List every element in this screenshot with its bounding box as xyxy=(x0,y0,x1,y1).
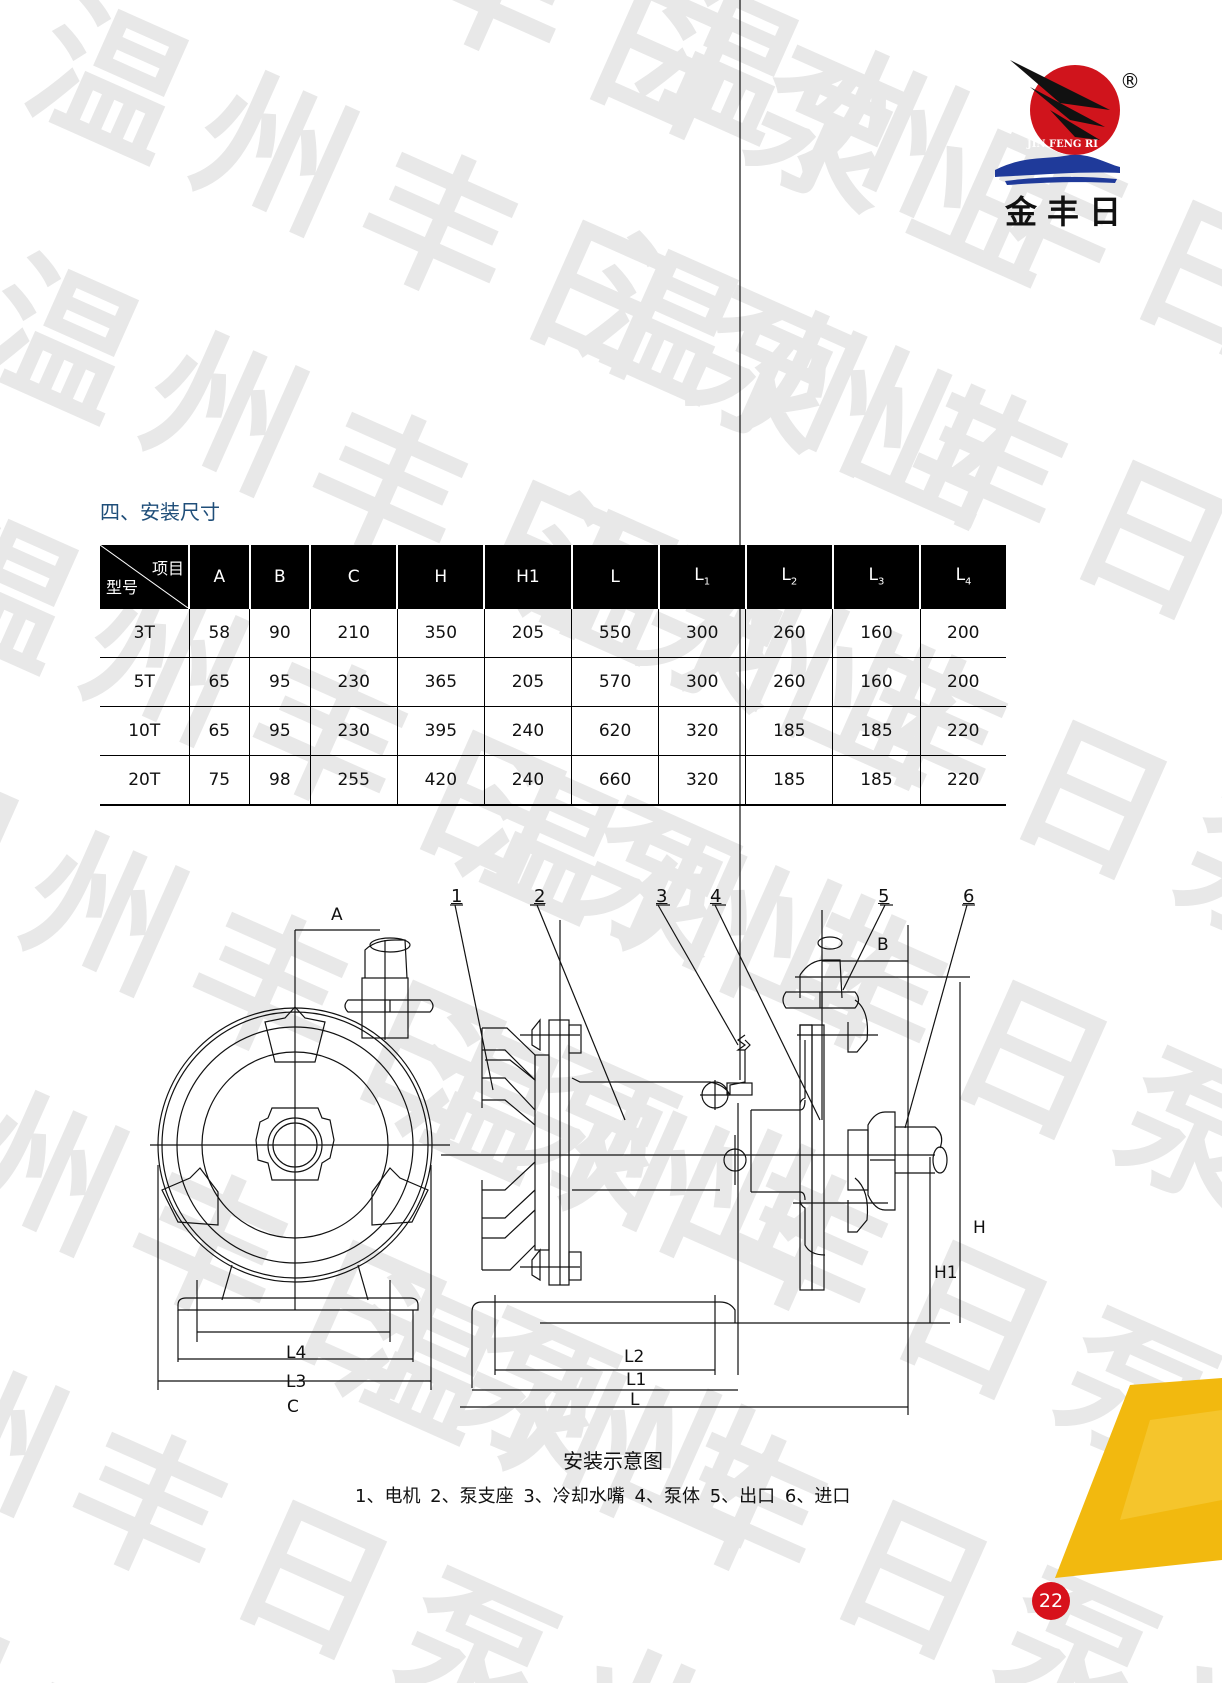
value-cell: 395 xyxy=(396,706,485,756)
value-cell: 300 xyxy=(658,608,746,658)
table-row: 20T 75 98 255 420 240 660 320 185 185 22… xyxy=(100,755,1006,806)
callout-2: 2 xyxy=(534,886,546,907)
brand-logo: JIN FENG RI ® 金丰日 xyxy=(995,55,1145,230)
drawing-parts-legend: 1、电机 2、泵支座 3、冷却水嘴 4、泵体 5、出口 6、进口 xyxy=(355,1486,851,1507)
callout-4: 4 xyxy=(710,886,722,907)
dim-label-l2: L2 xyxy=(624,1347,645,1367)
value-cell: 320 xyxy=(658,755,746,806)
value-cell: 220 xyxy=(919,755,1006,806)
corner-label-item: 项目 xyxy=(151,559,184,578)
column-header: H xyxy=(396,545,485,609)
model-cell: 10T xyxy=(100,706,190,756)
column-header: L xyxy=(570,545,659,609)
logo-brand-en: JIN FENG RI xyxy=(1026,139,1098,150)
value-cell: 260 xyxy=(745,657,833,707)
side-view xyxy=(441,0,975,1415)
table-row: 5T 65 95 230 365 205 570 300 260 160 200 xyxy=(100,657,1006,707)
dim-label-h: H xyxy=(973,1218,986,1238)
front-view xyxy=(150,929,450,1390)
value-cell: 230 xyxy=(309,706,398,756)
value-cell: 240 xyxy=(483,706,572,756)
value-cell: 300 xyxy=(658,657,746,707)
table-row: 3T 58 90 210 350 205 550 300 260 160 200 xyxy=(100,608,1006,658)
dim-label-l1: L1 xyxy=(626,1370,647,1390)
value-cell: 75 xyxy=(188,755,250,806)
value-cell: 185 xyxy=(832,706,920,756)
corner-header: 项目 型号 xyxy=(100,545,189,609)
value-cell: 185 xyxy=(745,755,833,806)
value-cell: 58 xyxy=(188,608,250,658)
value-cell: 65 xyxy=(188,706,250,756)
column-header: L4 xyxy=(919,545,1006,609)
registered-mark: ® xyxy=(1120,69,1140,93)
sun-wing-logo-icon: JIN FENG RI ® 金丰日 xyxy=(995,60,1140,230)
value-cell: 255 xyxy=(309,755,398,806)
dim-label-a: A xyxy=(331,905,343,925)
dim-label-l: L xyxy=(630,1390,640,1410)
dim-label-c: C xyxy=(287,1397,299,1417)
callout-3: 3 xyxy=(656,886,668,907)
column-header: H1 xyxy=(483,545,572,609)
value-cell: 185 xyxy=(832,755,920,806)
value-cell: 220 xyxy=(919,706,1006,756)
install-dimensions-table: 项目 型号 A B C H H1 L L1 L2 L3 L4 3T 58 90 … xyxy=(100,545,1006,806)
callout-6: 6 xyxy=(963,886,975,907)
dim-label-l4: L4 xyxy=(286,1343,307,1363)
logo-brand-cn: 金丰日 xyxy=(1004,193,1131,230)
column-header: L2 xyxy=(744,545,833,609)
column-header: L1 xyxy=(657,545,746,609)
value-cell: 350 xyxy=(396,608,485,658)
callout-5: 5 xyxy=(878,886,890,907)
value-cell: 620 xyxy=(570,706,659,756)
value-cell: 98 xyxy=(249,755,311,806)
column-header: C xyxy=(309,545,398,609)
value-cell: 240 xyxy=(483,755,572,806)
value-cell: 420 xyxy=(396,755,485,806)
table-header-row: 项目 型号 A B C H H1 L L1 L2 L3 L4 xyxy=(100,545,1006,609)
drawing-caption-title: 安装示意图 xyxy=(563,1449,663,1473)
corner-label-model: 型号 xyxy=(106,578,139,597)
value-cell: 660 xyxy=(570,755,659,806)
value-cell: 160 xyxy=(832,657,920,707)
value-cell: 185 xyxy=(745,706,833,756)
table-row: 10T 65 95 230 395 240 620 320 185 185 22… xyxy=(100,706,1006,756)
column-header: A xyxy=(188,545,250,609)
model-cell: 3T xyxy=(100,608,190,658)
value-cell: 200 xyxy=(919,657,1006,707)
dim-label-b: B xyxy=(877,935,889,955)
model-cell: 20T xyxy=(100,755,190,806)
value-cell: 205 xyxy=(483,657,572,707)
value-cell: 365 xyxy=(396,657,485,707)
value-cell: 550 xyxy=(570,608,659,658)
value-cell: 210 xyxy=(309,608,398,658)
value-cell: 90 xyxy=(249,608,311,658)
page-number-badge: 22 xyxy=(1032,1582,1070,1620)
value-cell: 65 xyxy=(188,657,250,707)
value-cell: 320 xyxy=(658,706,746,756)
value-cell: 160 xyxy=(832,608,920,658)
callout-1: 1 xyxy=(451,886,463,907)
model-cell: 5T xyxy=(100,657,190,707)
value-cell: 95 xyxy=(249,657,311,707)
diagonal-divider-icon xyxy=(100,545,188,608)
dim-label-l3: L3 xyxy=(286,1372,307,1392)
value-cell: 200 xyxy=(919,608,1006,658)
column-header: B xyxy=(248,545,311,609)
value-cell: 570 xyxy=(570,657,659,707)
section-title: 四、安装尺寸 xyxy=(100,500,220,524)
value-cell: 260 xyxy=(745,608,833,658)
column-header: L3 xyxy=(831,545,920,609)
value-cell: 230 xyxy=(309,657,398,707)
dim-label-h1: H1 xyxy=(934,1263,958,1283)
value-cell: 205 xyxy=(483,608,572,658)
value-cell: 95 xyxy=(249,706,311,756)
